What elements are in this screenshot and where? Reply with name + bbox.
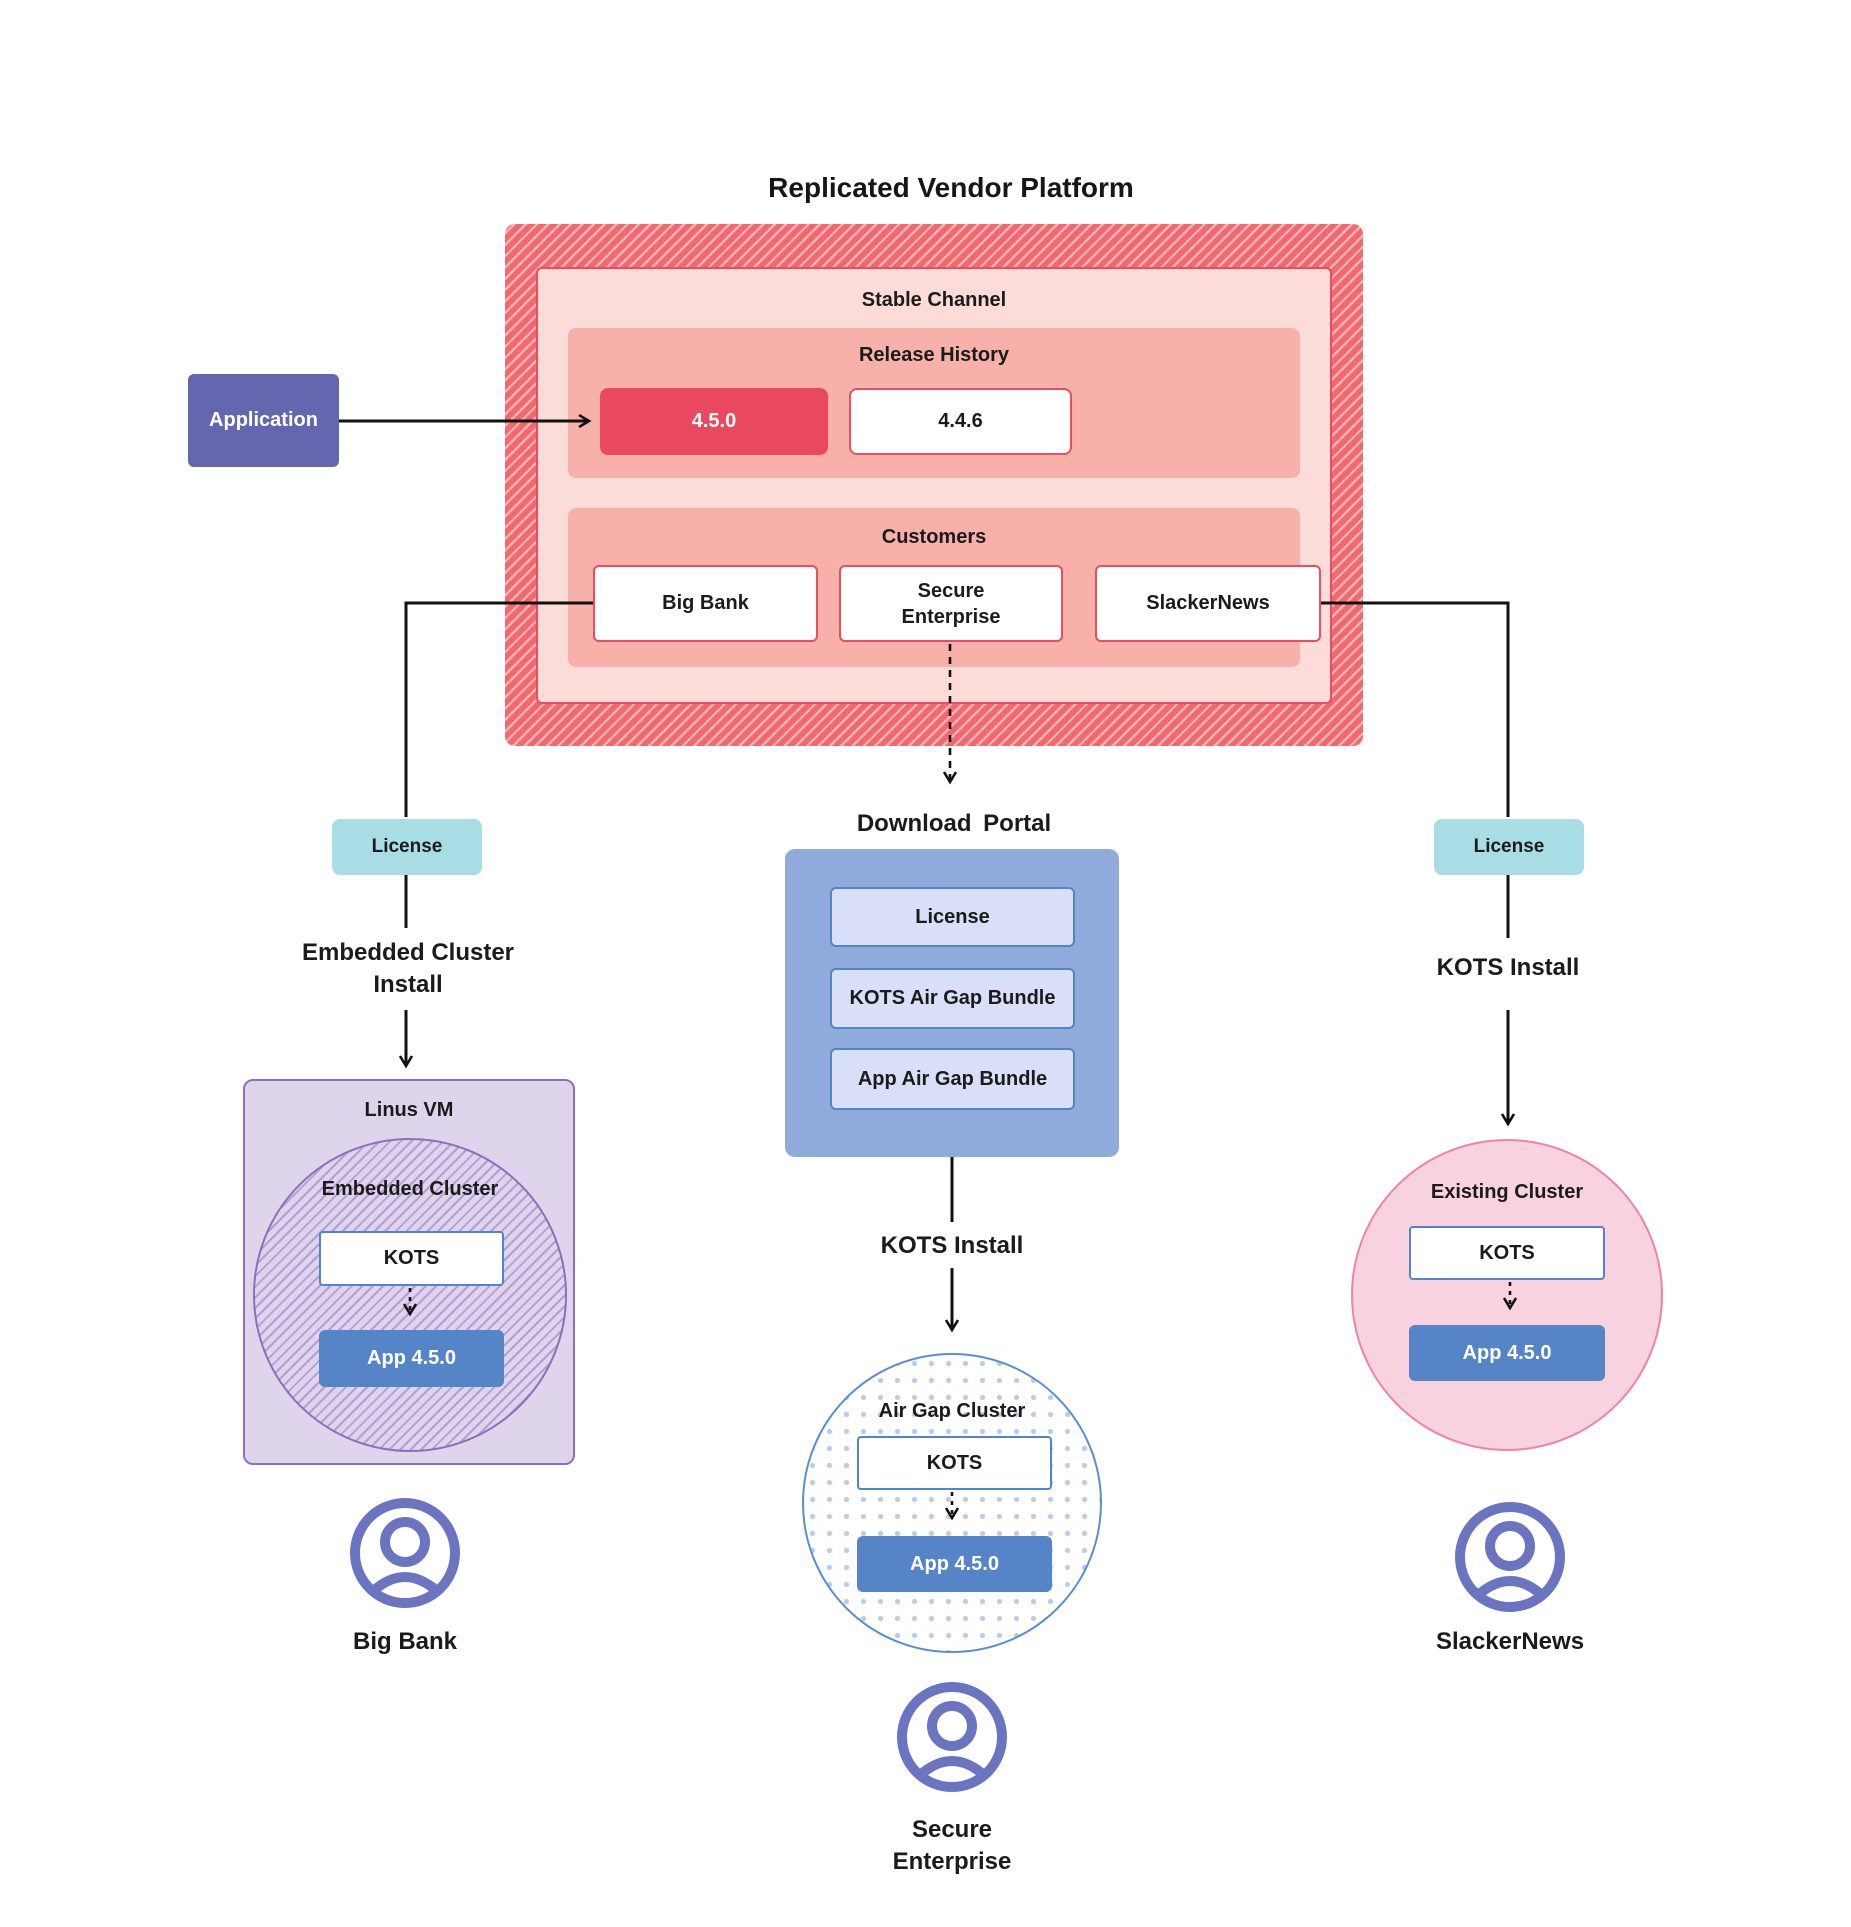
user-icon-secure-enterprise bbox=[897, 1682, 1007, 1797]
portal-item-kots-bundle: KOTS Air Gap Bundle bbox=[830, 968, 1075, 1029]
portal-item-app-bundle: App Air Gap Bundle bbox=[830, 1048, 1075, 1110]
user-icon-big-bank bbox=[350, 1498, 460, 1613]
application-box: Application bbox=[188, 374, 339, 467]
kots-box-left: KOTS bbox=[319, 1231, 504, 1286]
kots-box-right: KOTS bbox=[1409, 1226, 1605, 1280]
license-badge-right: License bbox=[1434, 819, 1584, 875]
embedded-cluster-install-label: Embedded Cluster Install bbox=[301, 939, 515, 998]
customer-secure-enterprise: Secure Enterprise bbox=[839, 565, 1063, 642]
portal-item-license: License bbox=[830, 887, 1075, 947]
embedded-cluster-label: Embedded Cluster bbox=[321, 1178, 499, 1200]
customers-label: Customers bbox=[881, 526, 987, 548]
slackernews-name: SlackerNews bbox=[1435, 1628, 1585, 1655]
secure-enterprise-name: Secure Enterprise bbox=[892, 1816, 1012, 1875]
kots-box-middle: KOTS bbox=[857, 1436, 1052, 1490]
release-history-label: Release History bbox=[858, 344, 1010, 366]
release-version-446: 4.4.6 bbox=[849, 388, 1072, 455]
kots-install-label-middle: KOTS Install bbox=[880, 1232, 1024, 1259]
customer-slackernews: SlackerNews bbox=[1095, 565, 1321, 642]
page-title: Replicated Vendor Platform bbox=[768, 172, 1134, 203]
linus-vm-label: Linus VM bbox=[364, 1099, 454, 1121]
embedded-cluster-circle: Embedded Cluster bbox=[253, 1138, 567, 1452]
app-box-left: App 4.5.0 bbox=[319, 1330, 504, 1387]
release-version-450: 4.5.0 bbox=[600, 388, 828, 455]
customer-secure-enterprise-label: Secure Enterprise bbox=[901, 579, 1001, 628]
app-box-right: App 4.5.0 bbox=[1409, 1325, 1605, 1381]
user-icon-slackernews bbox=[1455, 1502, 1565, 1617]
kots-install-label-right: KOTS Install bbox=[1436, 954, 1580, 981]
big-bank-name: Big Bank bbox=[352, 1628, 457, 1655]
download-portal-title: Download Portal bbox=[856, 810, 1052, 837]
existing-cluster-label: Existing Cluster bbox=[1430, 1181, 1584, 1203]
stable-channel-label: Stable Channel bbox=[861, 289, 1007, 311]
air-gap-cluster-circle: Air Gap Cluster bbox=[802, 1353, 1102, 1653]
existing-cluster-circle: Existing Cluster bbox=[1351, 1139, 1663, 1451]
app-box-middle: App 4.5.0 bbox=[857, 1536, 1052, 1592]
license-badge-left: License bbox=[332, 819, 482, 875]
air-gap-cluster-label: Air Gap Cluster bbox=[878, 1400, 1026, 1422]
customer-big-bank: Big Bank bbox=[593, 565, 818, 642]
